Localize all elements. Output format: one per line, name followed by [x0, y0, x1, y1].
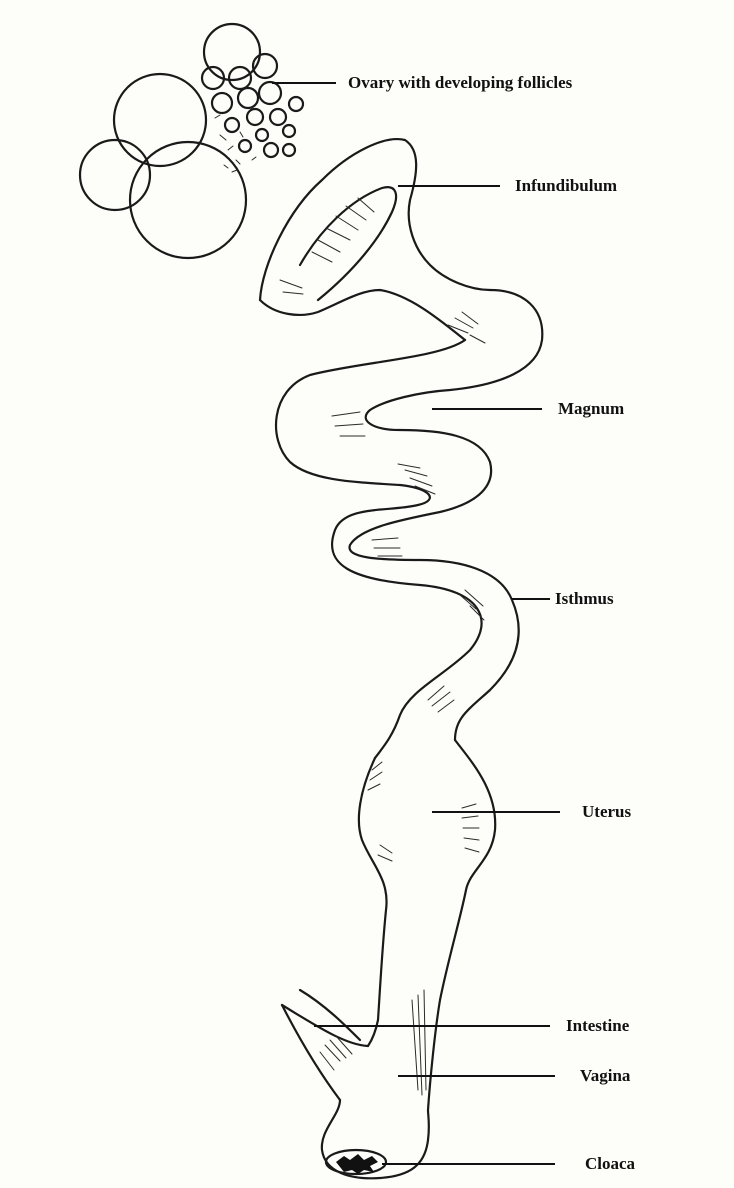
cloaca-vent	[336, 1154, 378, 1174]
uterus-right-wall	[428, 740, 495, 1110]
cloaca-outline	[322, 1100, 429, 1178]
fold-hatching	[332, 412, 365, 436]
label-ovary: Ovary with developing follicles	[348, 74, 572, 91]
follicle	[259, 82, 281, 104]
uterus-folds	[368, 762, 392, 861]
oviduct-left-wall	[276, 340, 482, 758]
follicle	[283, 125, 295, 137]
follicle	[130, 142, 246, 258]
follicle	[283, 144, 295, 156]
follicle	[264, 143, 278, 157]
follicle	[289, 97, 303, 111]
oviduct-right-wall	[349, 290, 542, 740]
label-intestine: Intestine	[566, 1017, 629, 1034]
uterus-left-wall	[359, 758, 387, 1046]
infundibulum-rim	[300, 187, 396, 300]
intestine-wall	[282, 1005, 340, 1100]
label-magnum: Magnum	[558, 400, 624, 417]
follicle	[114, 74, 206, 166]
label-uterus: Uterus	[582, 803, 631, 820]
label-isthmus: Isthmus	[555, 590, 614, 607]
fold-hatching	[398, 464, 435, 494]
follicle	[256, 129, 268, 141]
follicle	[239, 140, 251, 152]
infundibulum-outline-lower	[260, 290, 465, 340]
ovary	[80, 24, 303, 258]
label-infundibulum: Infundibulum	[515, 177, 617, 194]
infundibulum-outline-upper	[260, 139, 490, 300]
follicle	[247, 109, 263, 125]
follicle	[80, 140, 150, 210]
fold-hatching	[448, 312, 485, 343]
follicle	[270, 109, 286, 125]
fold-hatching	[428, 686, 454, 712]
follicle	[225, 118, 239, 132]
fold-hatching	[372, 538, 402, 556]
oviduct	[260, 139, 542, 1178]
label-cloaca: Cloaca	[585, 1155, 635, 1172]
vagina-folds	[412, 990, 426, 1095]
follicle	[212, 93, 232, 113]
label-vagina: Vagina	[580, 1067, 630, 1084]
follicle	[238, 88, 258, 108]
